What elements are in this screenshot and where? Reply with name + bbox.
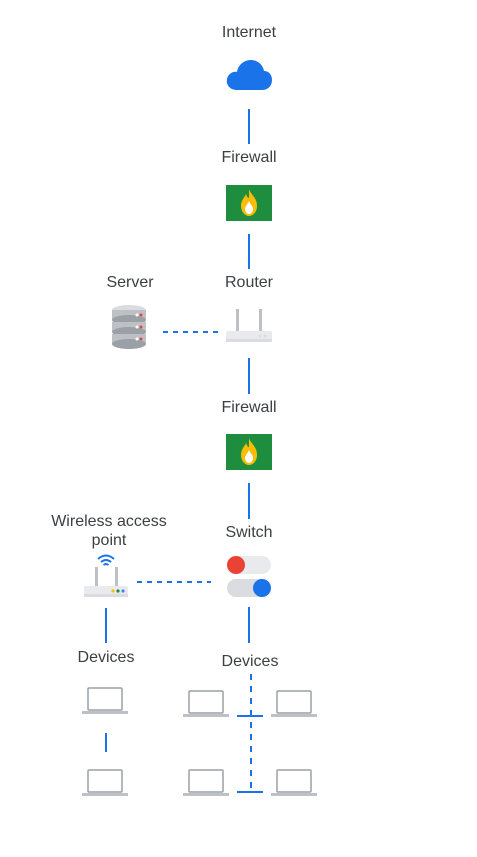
switch-label: Switch — [225, 524, 273, 541]
firewall-top-icon — [226, 185, 272, 221]
internet-label: Internet — [221, 24, 277, 41]
devices-switch-label: Devices — [221, 653, 279, 670]
firewall-bottom-label: Firewall — [221, 399, 277, 416]
laptop-icon — [183, 769, 229, 799]
laptop-icon — [82, 769, 128, 799]
wireless-ap-label: Wireless access point — [51, 513, 167, 549]
laptop-icon — [82, 687, 128, 717]
firewall-bottom-icon — [226, 434, 272, 470]
wifi-router-icon — [84, 553, 128, 599]
server-stack-icon — [111, 304, 147, 350]
cloud-icon — [225, 58, 273, 92]
laptop-icon — [183, 690, 229, 720]
router-label: Router — [224, 274, 274, 291]
switch-toggle-icon — [226, 555, 272, 599]
laptop-icon — [271, 690, 317, 720]
devices-wireless-label: Devices — [77, 649, 135, 666]
server-label: Server — [106, 274, 154, 291]
laptop-icon — [271, 769, 317, 799]
firewall-top-label: Firewall — [221, 149, 277, 166]
router-icon — [226, 307, 272, 345]
